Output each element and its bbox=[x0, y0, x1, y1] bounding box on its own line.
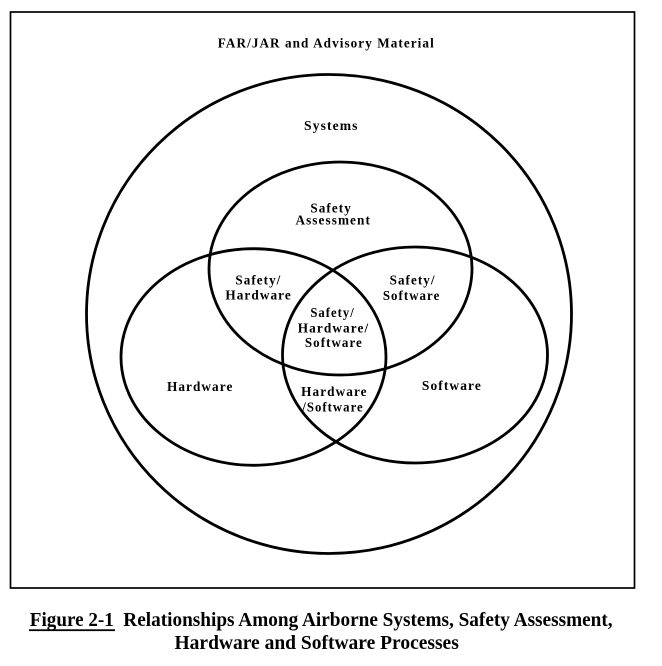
svg-text:FAR/JAR and Advisory Material: FAR/JAR and Advisory Material bbox=[218, 36, 435, 51]
svg-text:Safety/: Safety/ bbox=[390, 272, 436, 287]
svg-text:Hardware: Hardware bbox=[167, 379, 234, 394]
svg-text:Figure 2-1: Figure 2-1 bbox=[30, 609, 114, 631]
svg-text:Assessment: Assessment bbox=[295, 212, 371, 227]
svg-text:Relationships Among Airborne S: Relationships Among Airborne Systems, Sa… bbox=[123, 609, 612, 631]
svg-text:Software: Software bbox=[422, 378, 482, 393]
svg-text:Software: Software bbox=[383, 288, 441, 303]
svg-text:Safety/: Safety/ bbox=[235, 272, 281, 287]
svg-text:Safety: Safety bbox=[310, 201, 352, 216]
svg-text:Hardware/: Hardware/ bbox=[298, 321, 370, 336]
svg-text:Safety/: Safety/ bbox=[310, 305, 355, 320]
svg-text:Hardware: Hardware bbox=[225, 288, 292, 303]
svg-text:/Software: /Software bbox=[301, 400, 363, 415]
svg-text:Hardware and Software Processe: Hardware and Software Processes bbox=[175, 632, 459, 654]
svg-text:Software: Software bbox=[305, 335, 363, 350]
svg-text:Systems: Systems bbox=[304, 118, 359, 133]
svg-text:Hardware: Hardware bbox=[301, 384, 368, 399]
